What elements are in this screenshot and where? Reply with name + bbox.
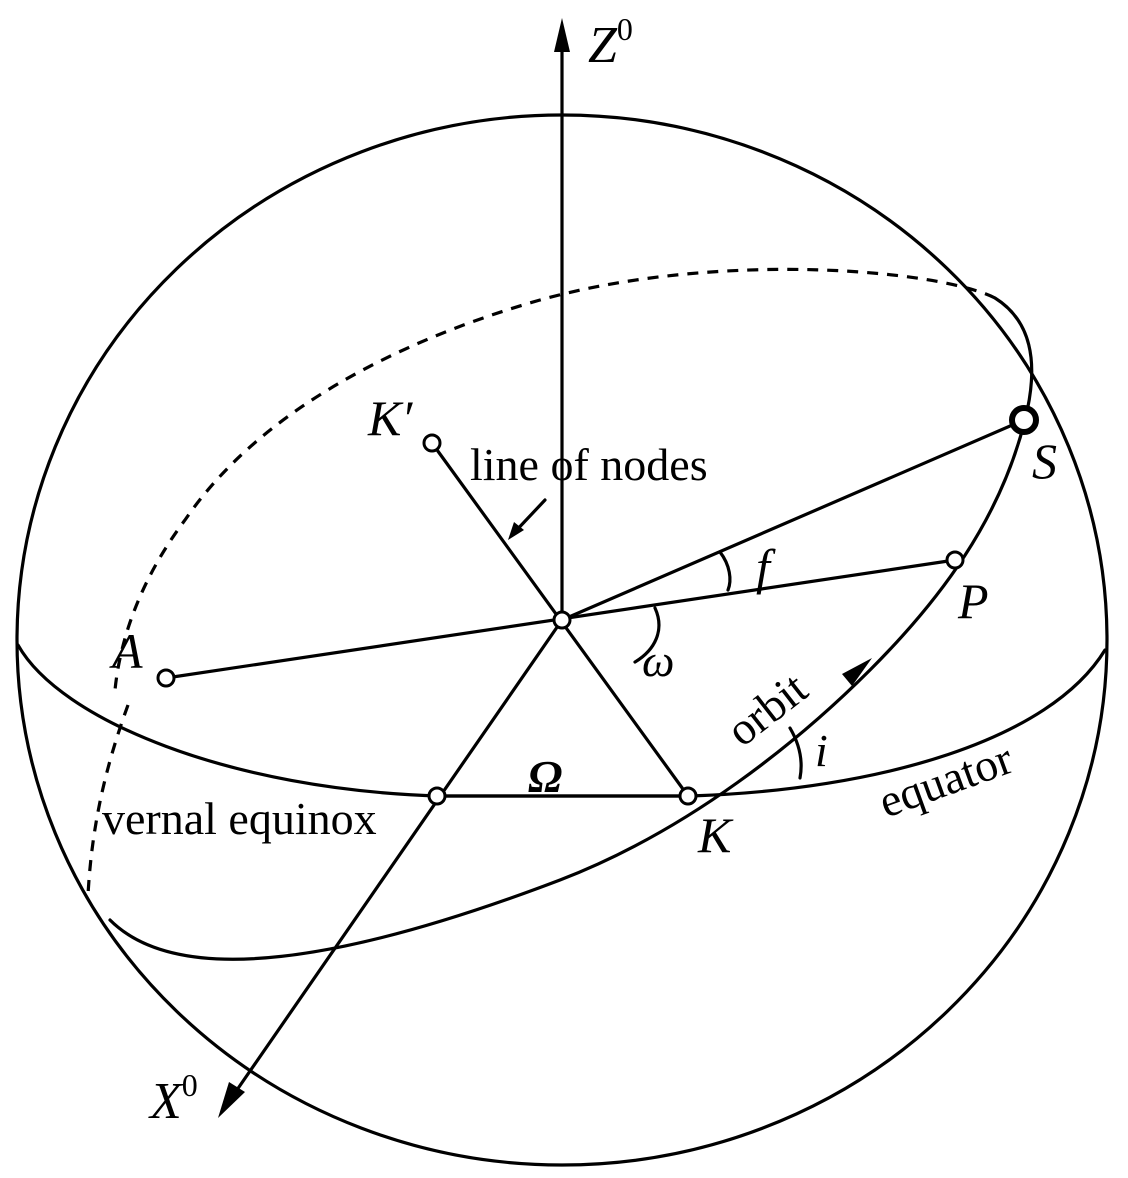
label-a: A — [109, 623, 143, 679]
satellite-s — [1009, 405, 1039, 435]
x-axis — [228, 618, 564, 1102]
angle-i-arc — [788, 726, 803, 780]
angle-f-arc — [718, 550, 732, 592]
x-axis-label: X0 — [148, 1067, 198, 1130]
x-axis-arrowhead — [218, 1082, 245, 1118]
label-big-omega: Ω — [528, 751, 562, 802]
z-axis-label: Z0 — [588, 11, 633, 74]
label-i: i — [815, 725, 828, 776]
label-vernal-equinox: vernal equinox — [102, 793, 377, 844]
label-small-omega: ω — [642, 635, 674, 686]
point-p — [945, 550, 965, 570]
orbit-front-arc — [108, 296, 1034, 961]
line-of-nodes-pointer-head — [508, 522, 524, 540]
point-a — [156, 668, 176, 688]
label-equator: equator — [872, 732, 1019, 827]
z-axis-arrowhead — [554, 18, 570, 52]
label-k-prime: K′ — [367, 390, 413, 446]
label-p: P — [957, 573, 989, 629]
orbit-direction-arrow — [842, 658, 872, 686]
point-vernal-equinox — [427, 786, 447, 806]
origin-point — [552, 610, 572, 630]
label-line-of-nodes: line of nodes — [470, 439, 708, 490]
point-k — [678, 786, 698, 806]
orbit-back-dashed — [113, 267, 996, 691]
label-k: K — [697, 807, 734, 863]
orbit-left-dashed — [86, 704, 130, 896]
label-orbit: orbit — [717, 662, 817, 756]
satellite-radius — [560, 418, 1026, 622]
label-s: S — [1032, 433, 1057, 489]
angle-omega-arc — [633, 606, 661, 664]
point-k-prime — [422, 433, 442, 453]
